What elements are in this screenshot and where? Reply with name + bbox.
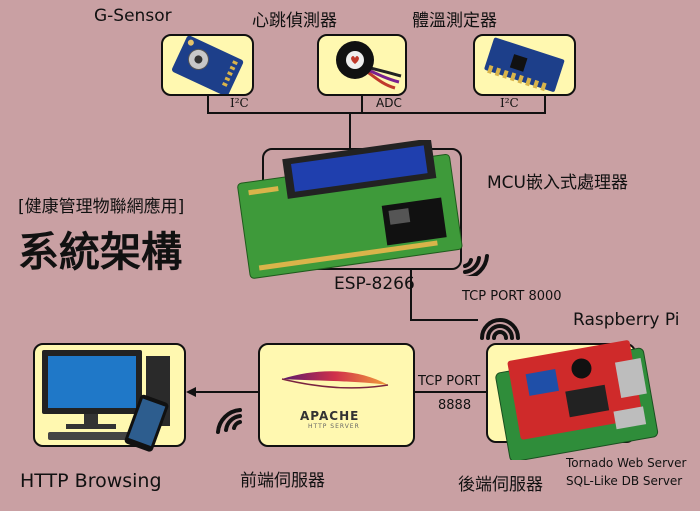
client-role: HTTP Browsing (20, 470, 162, 492)
raspberry-service-1: Tornado Web Server (566, 456, 687, 470)
esp-module-label: ESP-8266 (334, 274, 415, 294)
g-sensor-bus: I²C (230, 96, 249, 110)
apache-logo-subtext: HTTP SERVER (308, 423, 360, 430)
raspberry-board (495, 340, 659, 460)
mcu-wifi-icon (463, 254, 489, 276)
heart-rate-title: 心跳偵測器 (252, 11, 337, 31)
heart-rate-box (317, 34, 407, 96)
heart-rate-sensor (336, 41, 402, 90)
frontend-role: 前端伺服器 (240, 471, 325, 491)
heart-rate-bus: ADC (376, 96, 402, 110)
mcu-board (237, 140, 463, 279)
apache-feather-icon (281, 371, 389, 389)
temperature-title: 體溫測定器 (412, 11, 497, 31)
frontend-wifi-icon (216, 408, 242, 434)
g-sensor-title: G-Sensor (94, 6, 172, 26)
raspberry-service-2: SQL-Like DB Server (566, 474, 683, 488)
mcu-title: MCU嵌入式處理器 (487, 173, 628, 193)
temperature-bus: I²C (500, 96, 519, 110)
apache-logo-text: APACHE (300, 409, 360, 423)
raspberry-port-label: TCP PORT 8000 (462, 289, 562, 304)
system-title-main: 系統架構 (18, 228, 182, 276)
g-sensor-board (172, 35, 244, 97)
frontend-port-label-1: TCP PORT (418, 374, 481, 389)
computer-icon (42, 350, 170, 452)
frontend-box: APACHE HTTP SERVER (258, 343, 415, 447)
system-title-bracket: [健康管理物聯網應用] (18, 197, 185, 217)
g-sensor-box (161, 34, 254, 97)
frontend-port-label-2: 8888 (438, 398, 472, 413)
temperature-box (473, 34, 576, 96)
raspberry-role: 後端伺服器 (458, 475, 543, 495)
raspberry-wifi-icon (480, 318, 520, 340)
raspberry-title: Raspberry Pi (573, 310, 680, 330)
temperature-board (484, 37, 565, 92)
